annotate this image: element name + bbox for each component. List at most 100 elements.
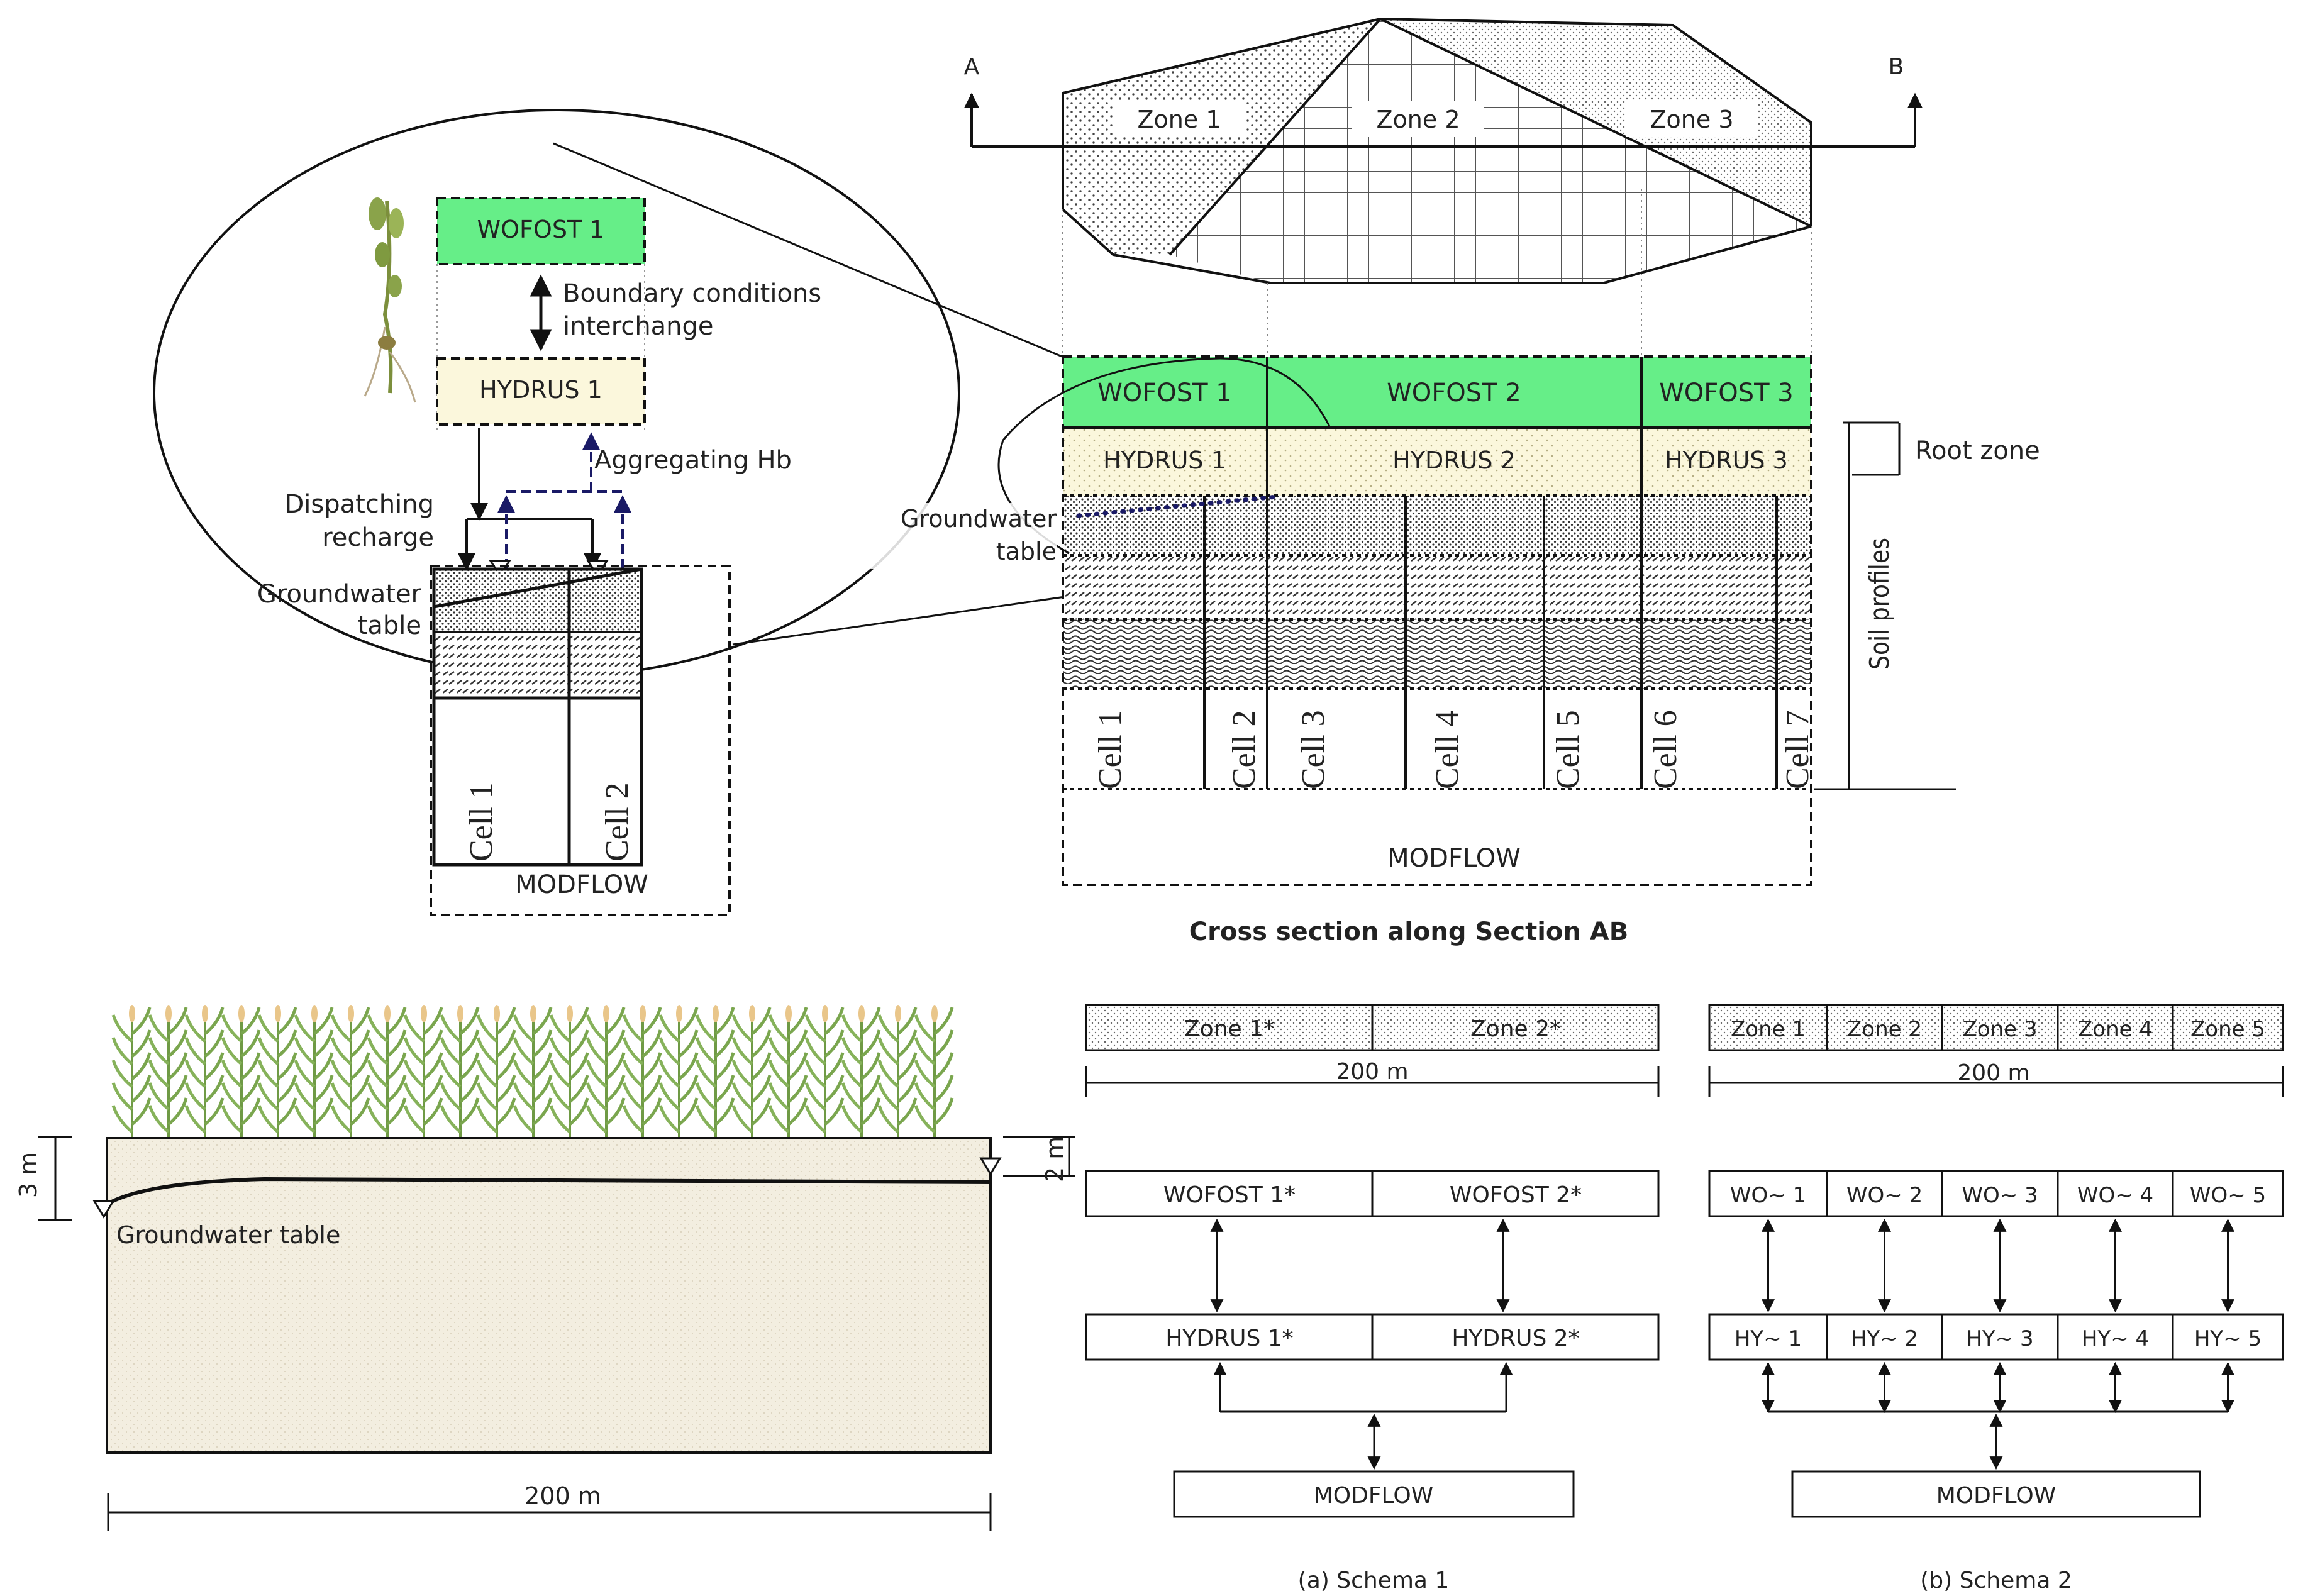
crop-plant-icon	[294, 1005, 334, 1138]
water-table-marker-icon	[92, 1200, 115, 1219]
crop-row-icon	[111, 1005, 954, 1138]
crop-plant-icon	[184, 1005, 225, 1138]
s2-wofost-label: WO~ 3	[1962, 1183, 2038, 1208]
s1-wofost-1-label: WOFOST 1*	[1163, 1182, 1296, 1208]
zone-2-region	[1170, 19, 1811, 283]
groundwater-label-line1: Groundwater	[257, 580, 422, 609]
cross-section-caption: Cross section along Section AB	[1189, 917, 1629, 946]
crop-plant-icon	[476, 1005, 516, 1138]
boundary-label-line2: interchange	[563, 312, 714, 341]
schema-1: Zone 1* Zone 2* 200 m WOFOST 1* WOFOST 2…	[1085, 1004, 1660, 1593]
cs-wofost-1-label: WOFOST 1	[1097, 379, 1232, 407]
cs-hydrus-2-label: HYDRUS 2	[1392, 446, 1516, 474]
dispatching-label-line1: Dispatching	[284, 490, 434, 519]
groundwater-label-line2: table	[358, 611, 421, 640]
s2-wofost-label: WO~ 1	[1730, 1183, 1806, 1208]
depth-left-label: 3 m	[14, 1152, 42, 1198]
crop-plant-icon	[221, 1005, 261, 1138]
s1-zone-1-label: Zone 1*	[1184, 1016, 1275, 1042]
crop-plant-icon	[403, 1005, 443, 1138]
s2-zone-label: Zone 2	[1847, 1017, 1922, 1042]
water-table-marker-icon	[979, 1157, 1002, 1176]
plan-view: A B Zone 1 Zone 2 Zone 3	[964, 17, 1923, 355]
s2-hydrus-label: HY~ 2	[1851, 1326, 1918, 1351]
crop-plant-icon	[877, 1005, 918, 1138]
modflow-dashed-box	[430, 565, 731, 916]
plan-zone-1-label: Zone 1	[1138, 106, 1221, 133]
crop-plant-icon	[695, 1005, 735, 1138]
crop-plant-icon	[841, 1005, 881, 1138]
s2-zone-label: Zone 4	[2078, 1017, 2153, 1042]
s1-zone-2-label: Zone 2*	[1470, 1016, 1561, 1042]
cross-section: WOFOST 1 WOFOST 2 WOFOST 3 HYDRUS 1 HYDR…	[858, 355, 2040, 946]
aggregating-arrows	[497, 432, 631, 569]
soil-profiles-label: Soil profiles	[1864, 538, 1895, 670]
dispatching-label-line2: recharge	[322, 523, 434, 552]
s1-hydrus-1-label: HYDRUS 1*	[1165, 1326, 1293, 1351]
magnifier-leader-top	[553, 142, 1079, 365]
depth-right-label: 2 m	[1041, 1136, 1069, 1182]
aggregating-label: Aggregating Hb	[594, 446, 792, 475]
wofost-label: WOFOST 1	[477, 216, 605, 243]
boundary-label-line1: Boundary conditions	[563, 279, 821, 308]
s1-width-label: 200 m	[1336, 1059, 1408, 1085]
s2-zone-label: Zone 3	[1963, 1017, 2038, 1042]
crop-plant-icon	[257, 1005, 297, 1138]
crop-plant-icon	[804, 1005, 845, 1138]
crop-plant-icon	[330, 1005, 370, 1138]
section-label-a: A	[964, 54, 980, 80]
crop-plant-icon	[622, 1005, 662, 1138]
s1-modflow-label: MODFLOW	[1314, 1483, 1434, 1509]
hydrus-label: HYDRUS 1	[479, 376, 602, 404]
s2-wofost-label: WO~ 4	[2077, 1183, 2153, 1208]
cs-cell-6-label: Cell 6	[1648, 710, 1684, 789]
s2-caption: (b) Schema 2	[1920, 1568, 2072, 1593]
crop-plant-icon	[513, 1005, 553, 1138]
field-outline	[1062, 17, 1812, 284]
s1-caption: (a) Schema 1	[1298, 1568, 1450, 1593]
modflow-label: MODFLOW	[515, 870, 648, 899]
cs-cell-3-label: Cell 3	[1296, 710, 1331, 789]
crop-plant-icon	[914, 1005, 954, 1138]
s2-zone-label: Zone 5	[2190, 1017, 2265, 1042]
cs-modflow-label: MODFLOW	[1387, 844, 1521, 873]
field-section: Groundwater table 3 m 2 m 200 m	[14, 1005, 1075, 1531]
s2-wofost-label: WO~ 2	[1846, 1183, 1923, 1208]
crop-plant-icon	[586, 1005, 626, 1138]
s2-hydrus-label: HY~ 4	[2082, 1326, 2149, 1351]
root-zone-label: Root zone	[1915, 436, 2040, 465]
s2-width-label: 200 m	[1957, 1060, 2029, 1086]
groundwater-table-line	[433, 567, 642, 609]
field-width-label: 200 m	[525, 1482, 601, 1510]
magnifier-ellipse-small	[997, 357, 1331, 555]
cs-groundwater-label-line1: Groundwater	[901, 505, 1057, 533]
schema-2: Zone 1 Zone 2 Zone 3 Zone 4 Zone 5 200 m WO~…	[1708, 1004, 2284, 1593]
s1-hydrus-2-label: HYDRUS 2*	[1452, 1326, 1579, 1351]
cs-cell-7-label: Cell 7	[1780, 710, 1816, 789]
soil-layer-hatched	[434, 632, 641, 698]
cs-wofost-3-label: WOFOST 3	[1659, 379, 1794, 407]
s2-hydrus-label: HY~ 3	[1966, 1326, 2033, 1351]
s2-zone-label: Zone 1	[1731, 1017, 1806, 1042]
wofost-box	[436, 197, 646, 265]
cs-cell-2-label: Cell 2	[1226, 710, 1262, 789]
plan-zone-2-label: Zone 2	[1377, 106, 1460, 133]
crop-plant-icon	[549, 1005, 589, 1138]
cs-hydrus-3-label: HYDRUS 3	[1665, 446, 1788, 474]
field-soil-block	[106, 1137, 992, 1454]
s2-hydrus-label: HY~ 1	[1735, 1326, 1802, 1351]
s2-hydrus-label: HY~ 5	[2194, 1326, 2262, 1351]
crop-plant-icon	[440, 1005, 480, 1138]
dispatching-arrows	[458, 428, 601, 571]
crop-plant-icon	[148, 1005, 188, 1138]
cs-groundwater-table-line	[1076, 494, 1279, 518]
cs-wofost-2-label: WOFOST 2	[1387, 379, 1521, 407]
field-groundwater-curve	[106, 1177, 991, 1206]
cs-cell-4-label: Cell 4	[1429, 710, 1465, 789]
s1-wofost-2-label: WOFOST 2*	[1450, 1182, 1582, 1208]
crop-plant-icon	[111, 1005, 152, 1138]
cell-2-label: Cell 2	[599, 782, 635, 862]
plant-icon	[364, 197, 416, 403]
crop-plant-icon	[367, 1005, 407, 1138]
